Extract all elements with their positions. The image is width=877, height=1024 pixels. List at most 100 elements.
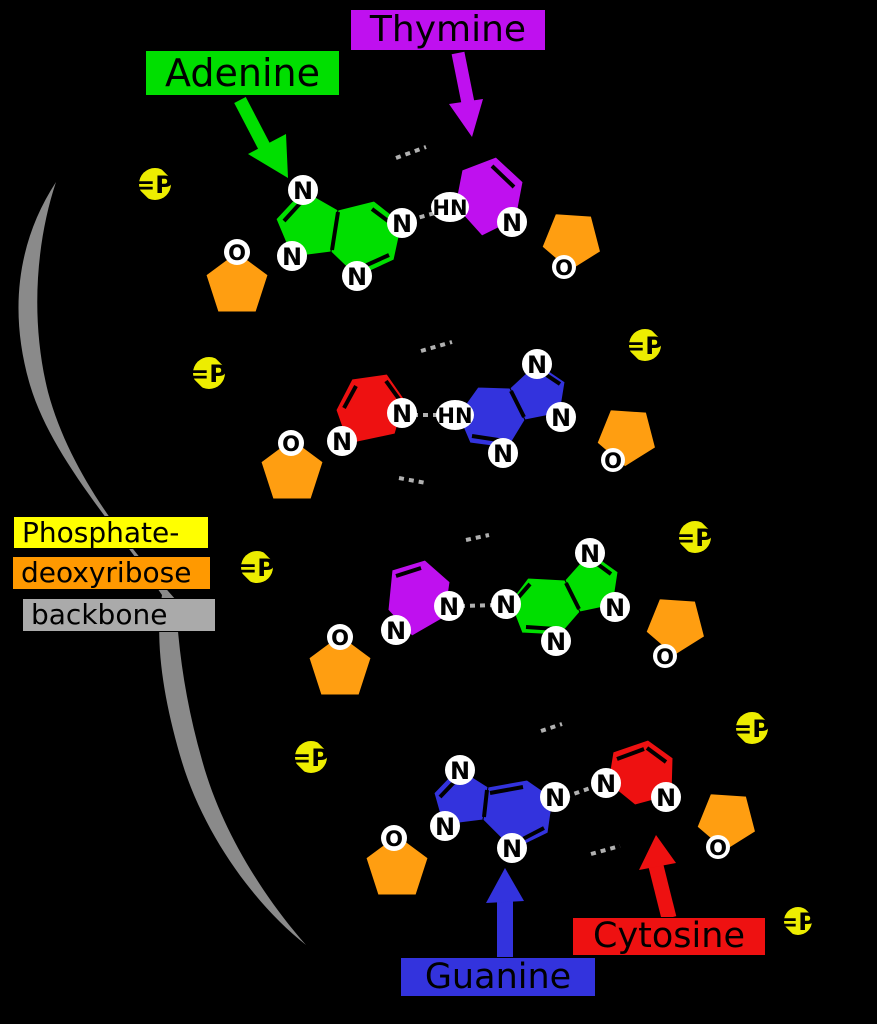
oxygen-atom: O [601, 448, 625, 473]
oxygen-atom: O [552, 255, 576, 280]
svg-text:O: O [228, 241, 246, 265]
phosphorus-label: =P [135, 171, 173, 199]
svg-text:O: O [331, 626, 349, 650]
svg-text:O: O [282, 432, 300, 456]
nh-atom: HN [436, 400, 474, 430]
phosphorus-label: =P [189, 360, 227, 388]
phosphorus-label: =P [732, 715, 770, 743]
nitrogen-atom: N [342, 261, 372, 291]
double-bond-lines [616, 746, 668, 764]
phosphorus-label: =P [778, 908, 816, 936]
backbone-label-line3: backbone [22, 598, 216, 632]
sugar-pentagon [205, 251, 269, 313]
svg-text:N: N [546, 628, 566, 656]
thymine-arrow [449, 51, 483, 137]
nitrogen-atom: N [651, 782, 681, 812]
nitrogen-atom: N [288, 175, 318, 205]
nitrogen-atom: N [434, 591, 464, 621]
guanine-base-row4 [433, 767, 554, 851]
nitrogen-atom: N [541, 626, 571, 656]
svg-text:N: N [435, 813, 455, 841]
phosphate-group: =P [135, 163, 174, 205]
sugar-pentagon [308, 634, 372, 696]
phosphate-group: =P [732, 707, 771, 749]
svg-text:N: N [392, 400, 412, 428]
sugar-pentagon [696, 793, 757, 852]
oxygen-atom: O [653, 644, 677, 669]
thymine-base-row3 [387, 559, 451, 637]
svg-text:O: O [709, 836, 727, 860]
svg-text:N: N [545, 784, 565, 812]
svg-text:N: N [502, 835, 522, 863]
sugar-pentagon [596, 409, 657, 468]
oxygen-atom: O [224, 239, 250, 265]
svg-text:HN: HN [432, 196, 467, 220]
svg-text:N: N [392, 210, 412, 238]
nitrogen-atom: N [497, 207, 527, 237]
nh-atom: HN [431, 192, 469, 222]
svg-text:N: N [332, 428, 352, 456]
svg-text:N: N [293, 177, 313, 205]
nitrogen-atom: N [591, 768, 621, 798]
svg-text:N: N [656, 784, 676, 812]
svg-text:N: N [605, 594, 625, 622]
nitrogen-atom: N [277, 241, 307, 271]
nitrogen-atom: N [522, 349, 552, 379]
guanine-label: Guanine [400, 957, 596, 997]
nitrogen-atom: N [540, 782, 570, 812]
svg-text:N: N [450, 757, 470, 785]
double-bond-line [490, 164, 516, 189]
svg-text:N: N [439, 593, 459, 621]
nitrogen-atom: N [387, 208, 417, 238]
phosphate-group: =P [189, 352, 228, 394]
double-bond-line [395, 566, 422, 578]
oxygen-atom: O [706, 835, 730, 860]
phosphorus-label: =P [625, 332, 663, 360]
oxygen-atom: O [278, 430, 304, 456]
svg-text:N: N [496, 591, 516, 619]
annotation-arrows [234, 51, 677, 958]
thymine-label: Thymine [350, 9, 546, 51]
svg-text:O: O [385, 827, 403, 851]
svg-text:N: N [551, 404, 571, 432]
adenine-base-row1 [275, 189, 403, 278]
phosphate-group: =P [291, 736, 330, 778]
nitrogen-atom: N [546, 402, 576, 432]
svg-text:O: O [656, 645, 674, 669]
sugar-pentagon [365, 834, 429, 896]
svg-text:N: N [580, 540, 600, 568]
sugar-pentagon [645, 598, 706, 657]
cytosine-label: Cytosine [572, 917, 766, 956]
nitrogen-atom: N [600, 592, 630, 622]
phosphate-groups: =P =P =P =P =P =P =P =P [135, 163, 816, 940]
phosphorus-label: =P [291, 744, 329, 772]
oxygen-atom: O [381, 825, 407, 851]
cytosine-arrow [639, 835, 677, 920]
sugar-pentagon [260, 438, 324, 500]
nitrogen-atoms: N N N N HN N N N HN N N N N N N N N N N … [277, 175, 681, 863]
nitrogen-atom: N [381, 615, 411, 645]
backbone-label-line2: deoxyribose [12, 556, 211, 590]
svg-text:HN: HN [437, 404, 472, 428]
nitrogen-atom: N [445, 755, 475, 785]
sugar-pentagon [541, 213, 602, 272]
svg-text:N: N [493, 440, 513, 468]
svg-text:N: N [386, 617, 406, 645]
oxygen-atom: O [327, 624, 353, 650]
nitrogen-atom: N [488, 438, 518, 468]
svg-text:N: N [596, 770, 616, 798]
nitrogen-atom: N [430, 811, 460, 841]
guanine-base-row2 [457, 362, 566, 449]
adenine-arrow [234, 97, 288, 178]
svg-text:N: N [527, 351, 547, 379]
adenine-base-row3 [509, 551, 619, 636]
phosphorus-label: =P [675, 524, 713, 552]
double-bond-lines [342, 379, 401, 409]
svg-text:O: O [555, 256, 573, 280]
oxygen-atoms: O O O O O O O O [224, 239, 730, 860]
phosphate-group: =P [237, 546, 276, 588]
svg-text:N: N [282, 243, 302, 271]
adenine-label: Adenine [145, 50, 340, 96]
phosphate-group: =P [675, 516, 714, 558]
